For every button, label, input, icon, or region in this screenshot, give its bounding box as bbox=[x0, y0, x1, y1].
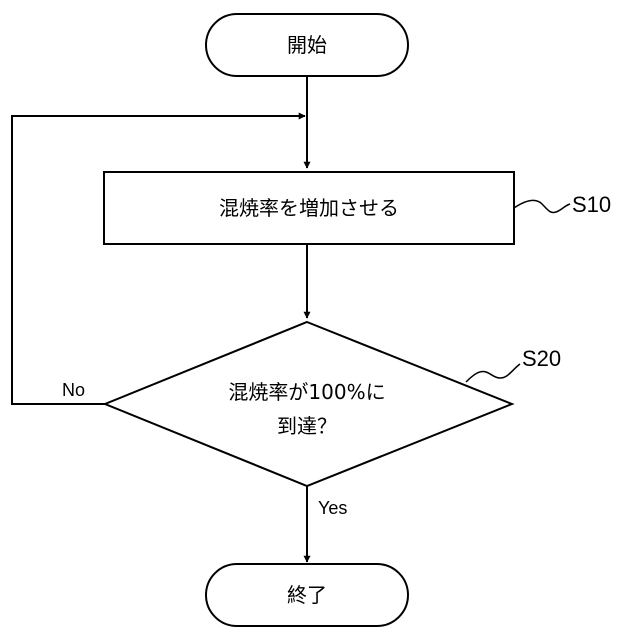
process-label: 混焼率を増加させる bbox=[219, 196, 399, 220]
start-node: 開始 bbox=[206, 14, 408, 76]
s10-step-label: S10 bbox=[572, 192, 611, 217]
process-node: 混焼率を増加させる bbox=[104, 172, 514, 244]
decision-label-line2: 到達？ bbox=[277, 414, 337, 438]
start-label: 開始 bbox=[287, 33, 327, 57]
decision-node: 混焼率が100%に 到達？ bbox=[105, 322, 512, 486]
decision-diamond bbox=[105, 322, 512, 486]
yes-edge-label: Yes bbox=[318, 498, 347, 518]
decision-label-line1: 混焼率が100%に bbox=[228, 380, 385, 404]
end-label: 終了 bbox=[287, 583, 327, 607]
end-node: 終了 bbox=[206, 564, 408, 626]
s10-leader-line bbox=[514, 201, 570, 213]
s20-leader-line bbox=[466, 364, 520, 382]
s20-step-label: S20 bbox=[522, 346, 561, 371]
no-edge-label: No bbox=[62, 380, 85, 400]
